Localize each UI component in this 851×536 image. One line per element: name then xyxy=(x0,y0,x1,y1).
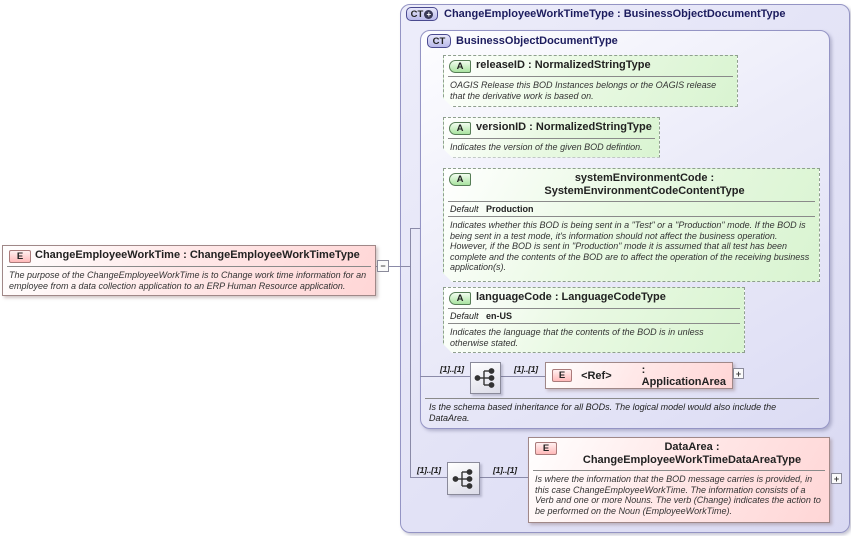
default-value: en-US xyxy=(486,311,513,321)
default-value: Production xyxy=(486,204,534,214)
cardinality-label: [1]..[1] xyxy=(514,364,538,374)
attribute-annotation: Indicates the version of the given BOD d… xyxy=(450,142,643,152)
default-label: Default xyxy=(450,204,479,214)
root-element-box: E ChangeEmployeeWorkTime : ChangeEmploye… xyxy=(2,245,376,296)
default-row: Default Production xyxy=(444,203,819,215)
attribute-annotation: OAGIS Release this BOD Instances belongs… xyxy=(450,80,717,101)
attribute-annotation: Indicates whether this BOD is being sent… xyxy=(450,220,810,272)
ref-element-type: : ApplicationArea xyxy=(641,363,726,388)
base-type-title: BusinessObjectDocumentType xyxy=(456,35,618,47)
attribute-badge: A xyxy=(449,173,471,186)
root-element-title: ChangeEmployeeWorkTime : ChangeEmployeeW… xyxy=(35,249,360,261)
sequence-icon xyxy=(447,462,480,495)
outer-type-title: ChangeEmployeeWorkTimeType : BusinessObj… xyxy=(444,8,786,20)
dataarea-annotation: Is where the information that the BOD me… xyxy=(535,474,821,516)
sequence-icon xyxy=(470,362,501,394)
attribute-box-releaseid: A releaseID : NormalizedStringType OAGIS… xyxy=(443,55,738,107)
element-badge: E xyxy=(9,250,31,263)
element-badge: E xyxy=(552,369,573,382)
dataarea-title: DataArea : ChangeEmployeeWorkTimeDataAre… xyxy=(582,441,802,466)
attribute-badge: A xyxy=(449,60,471,73)
attribute-box-systemenvironmentcode: A systemEnvironmentCode : SystemEnvironm… xyxy=(443,168,820,282)
connector-root-to-type xyxy=(376,266,410,267)
attribute-title: systemEnvironmentCode : SystemEnvironmen… xyxy=(544,172,745,197)
attribute-title: releaseID : NormalizedStringType xyxy=(476,59,651,71)
attribute-badge: A xyxy=(449,122,471,135)
cardinality-label: [1]..[1] xyxy=(440,364,464,374)
divider xyxy=(448,138,655,139)
attribute-title: languageCode : LanguageCodeType xyxy=(476,291,666,303)
attribute-badge: A xyxy=(449,292,471,305)
divider xyxy=(448,76,733,77)
default-label: Default xyxy=(450,311,479,321)
divider xyxy=(448,201,815,202)
element-badge: E xyxy=(535,442,557,455)
ref-element-name: <Ref> xyxy=(581,369,612,382)
attribute-annotation: Indicates the language that the contents… xyxy=(450,327,704,348)
expand-button-ref[interactable]: + xyxy=(733,368,744,379)
element-box-ref: E <Ref> : ApplicationArea xyxy=(545,362,733,389)
connector-ref-right xyxy=(501,376,545,377)
connector-base-stub xyxy=(410,228,420,229)
divider xyxy=(448,323,740,324)
connector-content-vertical xyxy=(410,228,411,478)
divider xyxy=(7,266,371,267)
expand-button-dataarea[interactable]: + xyxy=(831,473,842,484)
divider xyxy=(448,308,740,309)
derivation-plus-icon: + xyxy=(424,9,434,19)
default-row: Default en-US xyxy=(444,310,744,322)
connector-dataarea-left xyxy=(410,477,447,478)
cardinality-label: [1]..[1] xyxy=(493,465,517,475)
cardinality-label: [1]..[1] xyxy=(417,465,441,475)
attribute-box-versionid: A versionID : NormalizedStringType Indic… xyxy=(443,117,660,158)
element-box-dataarea: E DataArea : ChangeEmployeeWorkTimeDataA… xyxy=(528,437,830,523)
complextype-derived-badge: CT+ xyxy=(406,7,438,21)
attribute-box-languagecode: A languageCode : LanguageCodeType Defaul… xyxy=(443,287,745,353)
attribute-title: versionID : NormalizedStringType xyxy=(476,121,652,133)
collapse-button[interactable]: − xyxy=(377,260,389,272)
root-element-annotation: The purpose of the ChangeEmployeeWorkTim… xyxy=(9,270,367,291)
divider xyxy=(448,216,815,217)
base-type-badge: CT xyxy=(427,34,451,48)
base-type-annotation: Is the schema based inheritance for all … xyxy=(425,398,819,423)
connector-dataarea-right xyxy=(480,477,528,478)
connector-ref-left xyxy=(420,376,470,377)
complextype-badge-label: CT xyxy=(410,8,424,20)
divider xyxy=(533,470,825,471)
